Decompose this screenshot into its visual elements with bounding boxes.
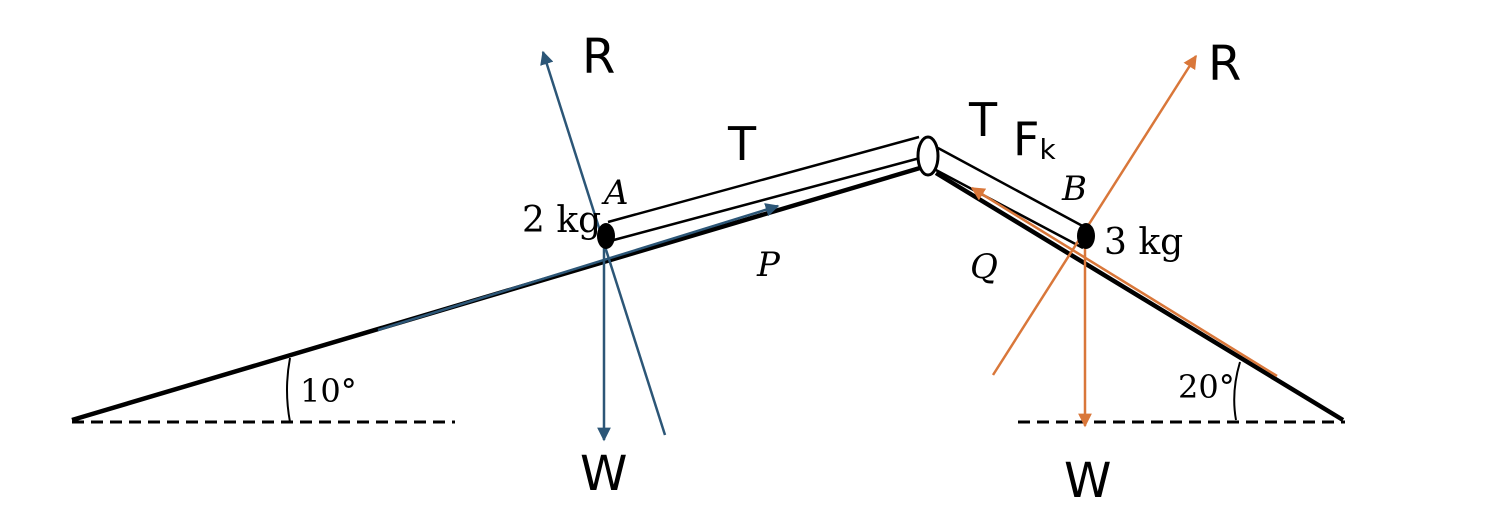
left-weight-label: W [580,446,627,502]
angle-20-label: 20° [1178,368,1235,406]
left-incline-highlight [377,203,780,332]
right-reaction-arrow [991,54,1198,376]
right-reaction-label: R [1208,36,1241,92]
angle-10-label: 10° [300,372,357,410]
left-string-top [607,135,920,224]
right-tension-label: T [968,93,998,147]
arrow-q-label: Q [970,247,998,287]
mass-b [1077,223,1095,249]
mass-b-label: 3 kg [1104,222,1183,263]
mass-a [597,223,615,249]
left-string-bottom [609,156,921,243]
right-weight-label: W [1064,453,1111,509]
right-string-bottom [933,167,1084,250]
mass-a-label: 2 kg [522,200,601,241]
right-angle-arc [1233,361,1241,421]
right-incline [934,171,1345,422]
friction-main: F [1013,112,1039,166]
friction-label: Fk [1013,112,1056,166]
left-angle-arc [286,357,291,423]
point-b-label: B [1061,169,1087,209]
friction-subscript: k [1039,133,1056,166]
point-a-label: A [601,173,629,213]
left-tension-label: T [727,117,757,171]
pulley [916,135,940,177]
arrow-p-label: P [756,245,781,285]
right-string-top [937,146,1091,232]
left-reaction-label: R [582,29,615,85]
right-incline-highlight [970,186,1278,378]
